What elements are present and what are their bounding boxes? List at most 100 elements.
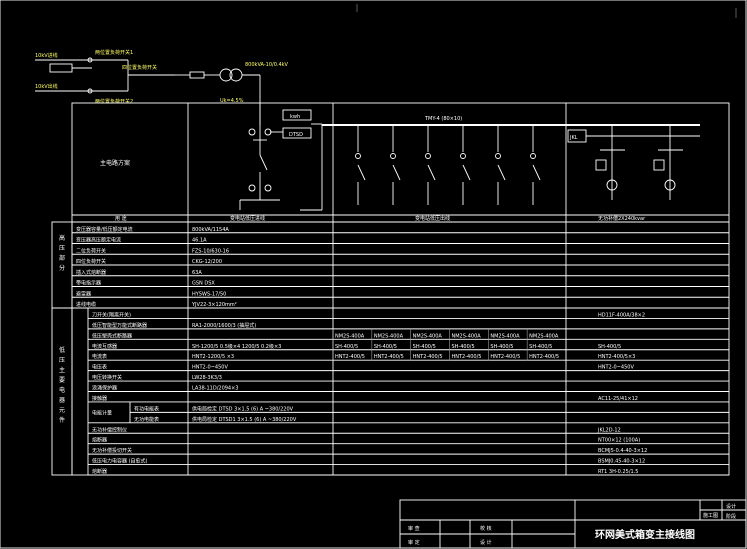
busbar-label: TMY-4 (80×10) — [424, 116, 462, 122]
feeder-ct-icon — [425, 153, 431, 159]
feeder-ct-icon — [390, 153, 396, 159]
feeder-am-value: HNT2-400/5 — [413, 354, 443, 360]
lv-row-col3: BSMJ0.45-40-3×12 — [598, 459, 645, 465]
main-circuit-label: 主电路方案 — [100, 159, 130, 167]
lv-row-name: 接触器 — [92, 395, 107, 402]
dtsd-meter-label: DTSD — [289, 132, 303, 138]
drawing-title: 环网美式箱变主接线图 — [595, 528, 695, 541]
lv-row-col3: RT1 3H-0.25/1.5 — [598, 469, 638, 475]
capacitor-controller-label: JKL — [569, 135, 578, 141]
feeder-ct-value: SH-400/5 — [490, 344, 513, 350]
contactor-icon — [595, 159, 607, 171]
lv-row-name: 电能计量 — [92, 409, 112, 416]
lv-row-name: 电流表 — [92, 353, 107, 360]
hv-row-name: 带电指示器 — [76, 280, 101, 287]
feeder-ct-value: SH-400/5 — [335, 344, 358, 350]
transformer-primary-icon — [219, 68, 233, 82]
feeder-ct-value: SH-400/5 — [374, 344, 397, 350]
incoming-line-2-label: 10kV出线 — [35, 83, 58, 90]
capacitor-icon — [664, 179, 676, 191]
incoming-section: 10kV进线 10kV出线 两位置负荷开关1 两位置负荷开关2 四位置负荷开关 … — [35, 49, 289, 125]
feeder-ct-icon — [495, 153, 501, 159]
lv-row-name: 熔断器 — [92, 468, 107, 475]
hv-row-name: 进线电缆 — [76, 301, 96, 308]
feeder-breaker-icon — [462, 164, 471, 181]
lv-row-name: 无功补偿投切开关 — [92, 447, 132, 454]
lv-row-col1: RA1-2000/1600/3 (抽屉式) — [192, 322, 256, 329]
hv-row-value: HY5WS-17/50 — [192, 291, 226, 297]
lv-row-name: 低压塑壳式断路器 — [92, 332, 132, 339]
lv-row-name: 刀开关(隔离开关) — [92, 311, 131, 318]
busbar-and-feeders: TMY-4 (80×10) JKL — [322, 116, 700, 205]
design2-label: 设计 — [726, 503, 736, 510]
capacitor-icon — [606, 179, 618, 191]
lv-row-col3: JKL2D-12 — [597, 427, 621, 433]
feeder-breakers-value: NM2S-400A — [452, 333, 482, 339]
feeder-breakers-value: NM2S-400A — [335, 333, 365, 339]
lv-row-sub2: 无功电能表 — [134, 416, 159, 423]
lv-row-name: 电流互感器 — [92, 343, 117, 350]
lv-row-col1: LW28-3K3/3 — [192, 375, 222, 381]
feeder-breaker-icon — [392, 164, 401, 181]
feeder-am-value: HNT2-400/5 — [490, 354, 520, 360]
lv-row-col3: HNT2-400/5×3 — [598, 354, 635, 360]
phase-label: 阶段 — [726, 513, 736, 520]
lv-incoming-circuit: kwh DTSD — [239, 103, 323, 211]
feeder-ct-value: SH-400/5 — [452, 344, 475, 350]
kwh-meter-label: kwh — [290, 114, 300, 120]
switch-2-label: 两位置负荷开关2 — [95, 98, 133, 105]
feeder-am-value: HNT2-400/5 — [452, 354, 482, 360]
lv-row-name: 电压转换开关 — [92, 374, 122, 381]
hv-row-name: 变压器容量/低压额定电流 — [76, 226, 133, 233]
dtsd-meter — [282, 127, 312, 139]
lv-row-col3: SH-400/5 — [598, 344, 621, 350]
main-switch-label: 四位置负荷开关 — [122, 64, 157, 71]
fuse-icon — [189, 71, 205, 79]
contactor-icon — [653, 159, 665, 171]
feeder-breakers-value: NM2S-400A — [413, 333, 443, 339]
impedance-label: Uk=4.5% — [220, 98, 244, 104]
feeder-ct-icon — [355, 153, 361, 159]
feeder-am-value: HNT2-400/5 — [529, 354, 559, 360]
hv-row-value: 63A — [192, 270, 202, 276]
feeder-am-value: HNT2-400/5 — [335, 354, 365, 360]
hv-row-name: 插入式熔断器 — [76, 269, 106, 276]
lv-row-name: 电压表 — [92, 364, 107, 371]
header-col1: 变电站低压进线 — [230, 215, 265, 222]
feeder-breaker-icon — [357, 164, 366, 181]
hv-group-label: 高压部分 — [59, 234, 65, 272]
hv-row-value: FZS-10/630-16 — [192, 248, 229, 254]
lv-row-col1: SH-1200/5 0.5级×4 1200/5 0.2级×3 — [192, 343, 281, 350]
stage-label: 施工图 — [703, 512, 718, 519]
hv-row-value: YJV22-3×120mm² — [191, 302, 237, 308]
feeder-ct-icon — [530, 153, 536, 159]
lv-row-sub1: 有功电能表 — [134, 405, 159, 412]
feeder-breakers-value: NM2S-400A — [490, 333, 520, 339]
lv-row-name: 无功补偿控制仪 — [92, 426, 127, 433]
incoming-line-1-label: 10kV进线 — [35, 52, 58, 59]
feeder-ct-icon — [460, 153, 466, 159]
cable-head-icon — [49, 63, 73, 73]
header-purpose: 用 途 — [115, 215, 127, 222]
ct-icon — [248, 128, 256, 136]
lv-row-col3: BCMJ5-0.4-40-3×12 — [598, 448, 647, 454]
lv-row-name: 低压电力电容器 (自愈式) — [92, 458, 148, 465]
feeder-breakers-value: NM2S-400A — [529, 333, 559, 339]
hv-row-value: 46.1A — [192, 238, 207, 244]
feeder-breakers-value: NM2S-400A — [374, 333, 404, 339]
approve-label: 审 定 — [408, 539, 420, 546]
lv-row-name: 低压智能型万能式断路器 — [92, 322, 147, 329]
header-col3: 无功补偿2X240kvar — [598, 215, 646, 222]
lv-row-name: 熔断器 — [92, 437, 107, 444]
lv-row-col3: HNT2-0~450V — [598, 365, 634, 371]
lv-row-col3: NT00×12 (100A) — [598, 438, 640, 444]
hv-row-value: 800kVA/1154A — [192, 227, 229, 233]
title-block: 审 查 审 定 校 核 设 计 环网美式箱变主接线图 施工图 设计 阶段 — [399, 499, 747, 549]
lv-rows: 刀开关(隔离开关) HD11F-400A/38×2 低压智能型万能式断路器 RA1-2… — [87, 308, 729, 476]
design-label: 设 计 — [480, 539, 492, 546]
lv-row-col3: HD11F-400A/38×2 — [598, 312, 645, 318]
lv-row-name: 浪涌保护器 — [92, 385, 117, 392]
lv-row-col1: HNT2-1200/5 ×3 — [192, 354, 234, 360]
